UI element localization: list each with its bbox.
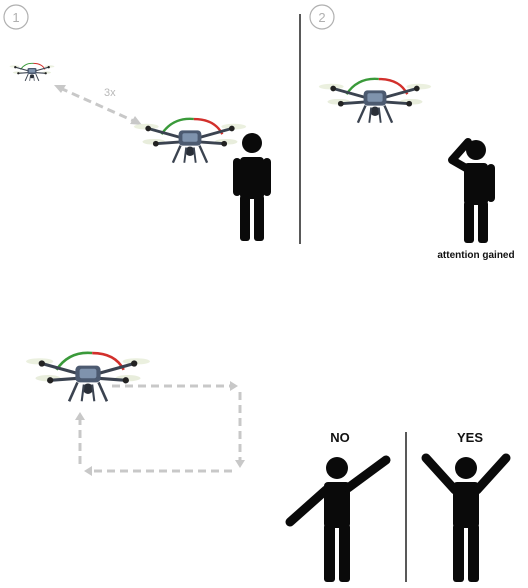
- panel-3: [26, 353, 245, 476]
- panel-4: NO YES: [290, 430, 506, 582]
- step-1-badge: 1: [4, 5, 28, 29]
- hovering-drone-icon: [319, 79, 431, 123]
- step-2-number: 2: [318, 10, 325, 25]
- attention-caption: attention gained: [437, 250, 514, 261]
- yes-label: YES: [457, 430, 483, 445]
- one-arm-raised-person-icon: [290, 457, 386, 582]
- distant-drone-icon: [10, 63, 55, 81]
- rectangular-path-arrow: [80, 386, 240, 471]
- path-arrowheads: [75, 381, 245, 476]
- standing-person-icon: [233, 133, 271, 241]
- repeat-arrow: [54, 85, 142, 125]
- step-2-badge: 2: [310, 5, 334, 29]
- panel-2: 2 attention gained: [310, 5, 515, 261]
- both-arms-raised-person-icon: [426, 457, 506, 582]
- circling-drone-icon: [26, 353, 150, 402]
- near-drone-icon: [134, 119, 246, 163]
- panel-1: 1 3x: [4, 5, 271, 241]
- no-label: NO: [330, 430, 350, 445]
- step-1-number: 1: [12, 10, 19, 25]
- saluting-person-icon: [452, 140, 495, 243]
- repeat-label: 3x: [104, 87, 116, 99]
